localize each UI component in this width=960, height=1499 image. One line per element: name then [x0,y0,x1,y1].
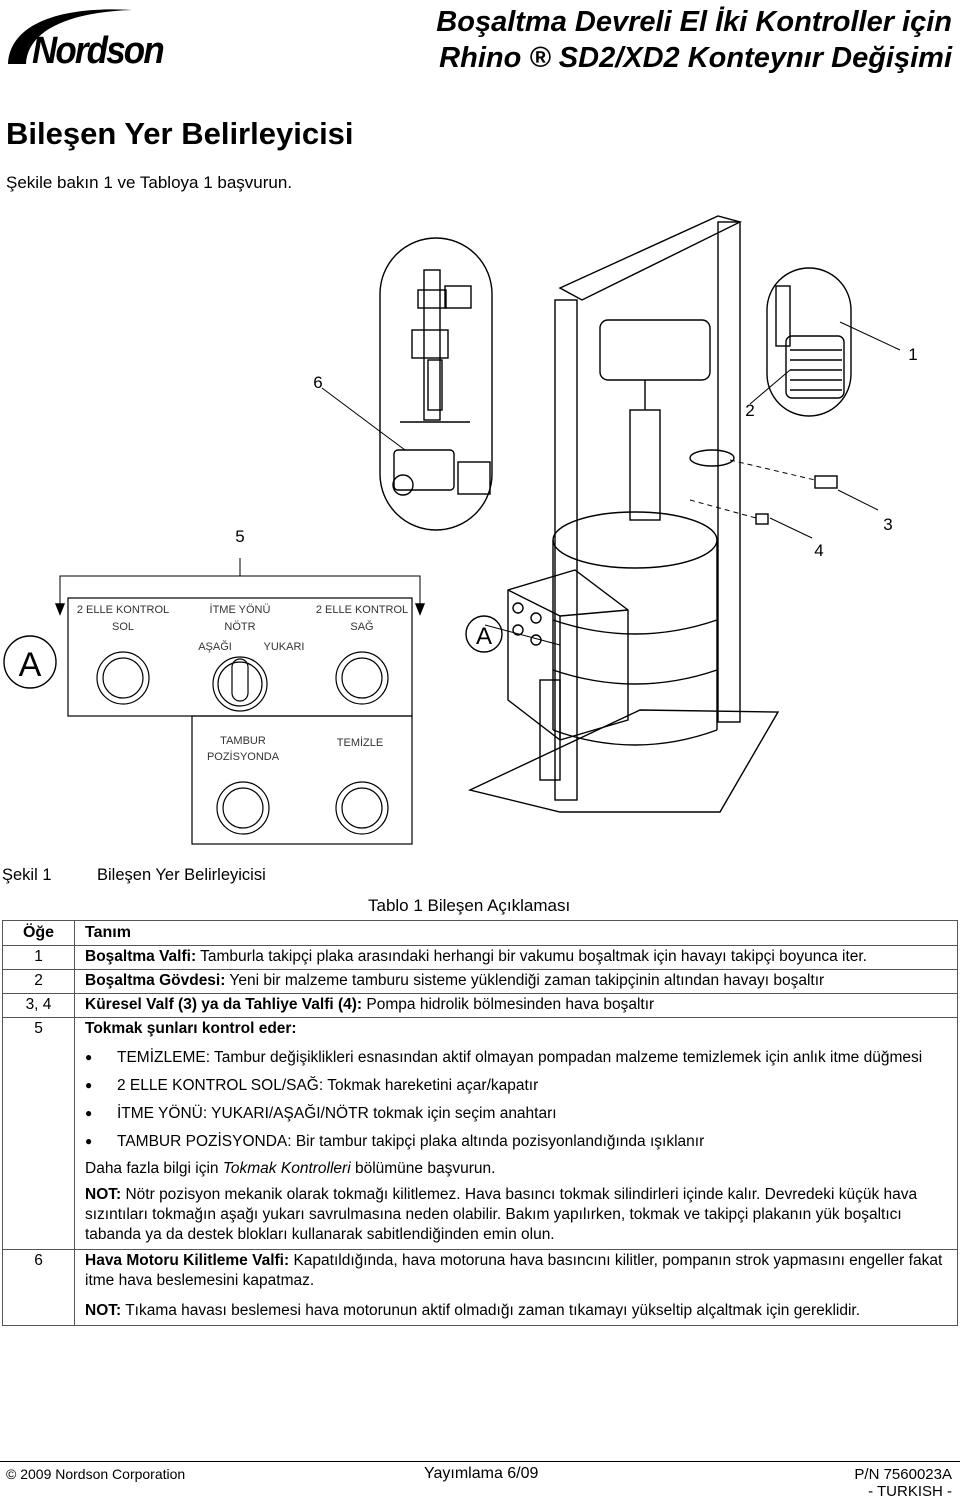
footer-issue: Yayımlama 6/09 [424,1465,539,1482]
detail-a-circle [3,635,57,689]
component-table: Öğe Tanım 1 Boşaltma Valfi: Tamburla tak… [2,920,958,1326]
panel-drum-top: TAMBUR [220,735,266,747]
item-text: Yeni bir malzeme tamburu sisteme yüklend… [225,972,825,989]
figure-caption-label: Şekil 1 [2,866,52,884]
item-text: Pompa hidrolik bölmesinden hava boşaltır [362,996,655,1013]
title-line-1: Boşaltma Devreli El İki Kontroller için [436,6,952,38]
item-name: Küresel Valf (3) ya da Tahliye Valfi (4)… [85,996,363,1013]
panel-a-circle [465,615,503,653]
table-row: 6 Hava Motoru Kilitleme Valfi: Kapatıldı… [2,1249,958,1326]
intro-text: Şekile bakın 1 ve Tabloya 1 başvurun. [6,173,293,192]
item-name: Boşaltma Gövdesi: [85,972,226,989]
panel-right-top: 2 ELLE KONTROL [316,604,408,616]
item-text: Kapatıldığında, hava motoruna hava basın… [85,1252,943,1289]
callout-1: 1 [908,345,917,364]
note: NOT: Tıkama havası beslemesi hava motoru… [85,1301,951,1321]
callout-2: 2 [745,401,754,420]
list-item: İTME YÖNÜ: YUKARI/AŞAĞI/NÖTR tokmak için… [85,1103,951,1124]
footer-pn: P/N 7560023A [854,1466,952,1483]
footer-language: - TURKISH - [868,1483,952,1499]
footer-copyright: © 2009 Nordson Corporation [6,1466,186,1482]
item-name: Boşaltma Valfi: [85,948,197,965]
item-number: 5 [2,1017,75,1250]
nordson-logo: Nordson [4,2,189,72]
more-info: Daha fazla bilgi için Tokmak Kontrolleri… [85,1159,951,1179]
logo-text: Nordson [32,30,165,72]
detail-capsule-right [766,267,852,417]
equipment-drawing: 1 2 3 4 5 6 A A 2 ELLE KONTROL SOL İTME … [3,215,918,845]
more-info-suffix: bölümüne başvurun. [350,1160,496,1177]
item-description: Küresel Valf (3) ya da Tahliye Valfi (4)… [74,993,958,1018]
panel-right-bottom: SAĞ [350,620,373,633]
footer-divider [0,1461,960,1462]
table-row: 1 Boşaltma Valfi: Tamburla takipçi plaka… [2,945,958,970]
item-name: Tokmak şunları kontrol eder: [85,1020,297,1037]
control-panel [67,597,413,845]
table-header-row: Öğe Tanım [2,920,958,946]
table-row: 3, 4 Küresel Valf (3) ya da Tahliye Valf… [2,993,958,1018]
detail-capsule-left [379,237,493,531]
footer-part-number: P/N 7560023A - TURKISH - [854,1466,952,1499]
item-number: 2 [2,969,75,994]
panel-mid-top: İTME YÖNÜ [210,603,271,616]
panel-drum-bottom: POZİSYONDA [207,750,280,763]
panel-mid-down: AŞAĞI [198,640,232,653]
item-number: 6 [2,1249,75,1326]
table-row: 2 Boşaltma Gövdesi: Yeni bir malzeme tam… [2,969,958,994]
item-number: 1 [2,945,75,970]
table-row: 5 Tokmak şunları kontrol eder: TEMİZLEME… [2,1017,958,1250]
bullet-list: TEMİZLEME: Tambur değişiklikleri esnasın… [85,1047,951,1152]
item-number: 3, 4 [2,993,75,1018]
component-locator-figure: 1 2 3 4 5 6 A A 2 ELLE KONTROL SOL İTME … [0,200,960,860]
more-info-prefix: Daha fazla bilgi için [85,1160,223,1177]
note-text: Nötr pozisyon mekanik olarak tokmağı kil… [85,1186,918,1243]
note-label: NOT: [85,1302,122,1319]
panel-left-top: 2 ELLE KONTROL [77,604,169,616]
table-title: Tablo 1 Bileşen Açıklaması [368,896,571,915]
callout-labels: 1 2 3 4 5 6 [235,345,917,560]
note: NOT: Nötr pozisyon mekanik olarak tokmağ… [85,1185,951,1245]
panel-left-bottom: SOL [112,621,134,633]
detail-a-label: A [19,646,42,684]
list-item: TAMBUR POZİSYONDA: Bir tambur takipçi pl… [85,1131,951,1152]
document-title: Boşaltma Devreli El İki Kontroller için … [436,4,952,76]
panel-purge: TEMİZLE [337,736,383,749]
col-desc-header: Tanım [74,920,958,946]
page-header: Nordson Boşaltma Devreli El İki Kontroll… [0,0,960,80]
panel-mid-up: YUKARI [264,641,305,653]
more-info-link: Tokmak Kontrolleri [222,1160,351,1177]
panel-a-label: A [476,623,492,650]
callout-3: 3 [883,515,892,534]
item-description: Tokmak şunları kontrol eder: TEMİZLEME: … [74,1017,958,1250]
nordson-swoosh-icon [8,9,132,64]
figure-caption-text: Bileşen Yer Belirleyicisi [97,866,266,884]
note-label: NOT: [85,1186,122,1203]
item-description: Boşaltma Valfi: Tamburla takipçi plaka a… [74,945,958,970]
title-line-2: Rhino ® SD2/XD2 Konteynır Değişimi [439,42,952,74]
list-item: 2 ELLE KONTROL SOL/SAĞ: Tokmak hareketin… [85,1075,951,1096]
col-item-header: Öğe [2,920,75,946]
callout-5: 5 [235,527,244,546]
note-text: Tıkama havası beslemesi hava motorunun a… [121,1302,861,1319]
list-item: TEMİZLEME: Tambur değişiklikleri esnasın… [85,1047,951,1068]
item-description: Boşaltma Gövdesi: Yeni bir malzeme tambu… [74,969,958,994]
section-title: Bileşen Yer Belirleyicisi [6,116,354,151]
item-description: Hava Motoru Kilitleme Valfi: Kapatıldığı… [74,1249,958,1326]
item-name: Hava Motoru Kilitleme Valfi: [85,1252,290,1269]
callout-4: 4 [814,541,823,560]
panel-mid-neutral: NÖTR [224,621,255,633]
item-text: Tamburla takipçi plaka arasındaki herhan… [196,948,867,965]
callout-6: 6 [313,373,322,392]
